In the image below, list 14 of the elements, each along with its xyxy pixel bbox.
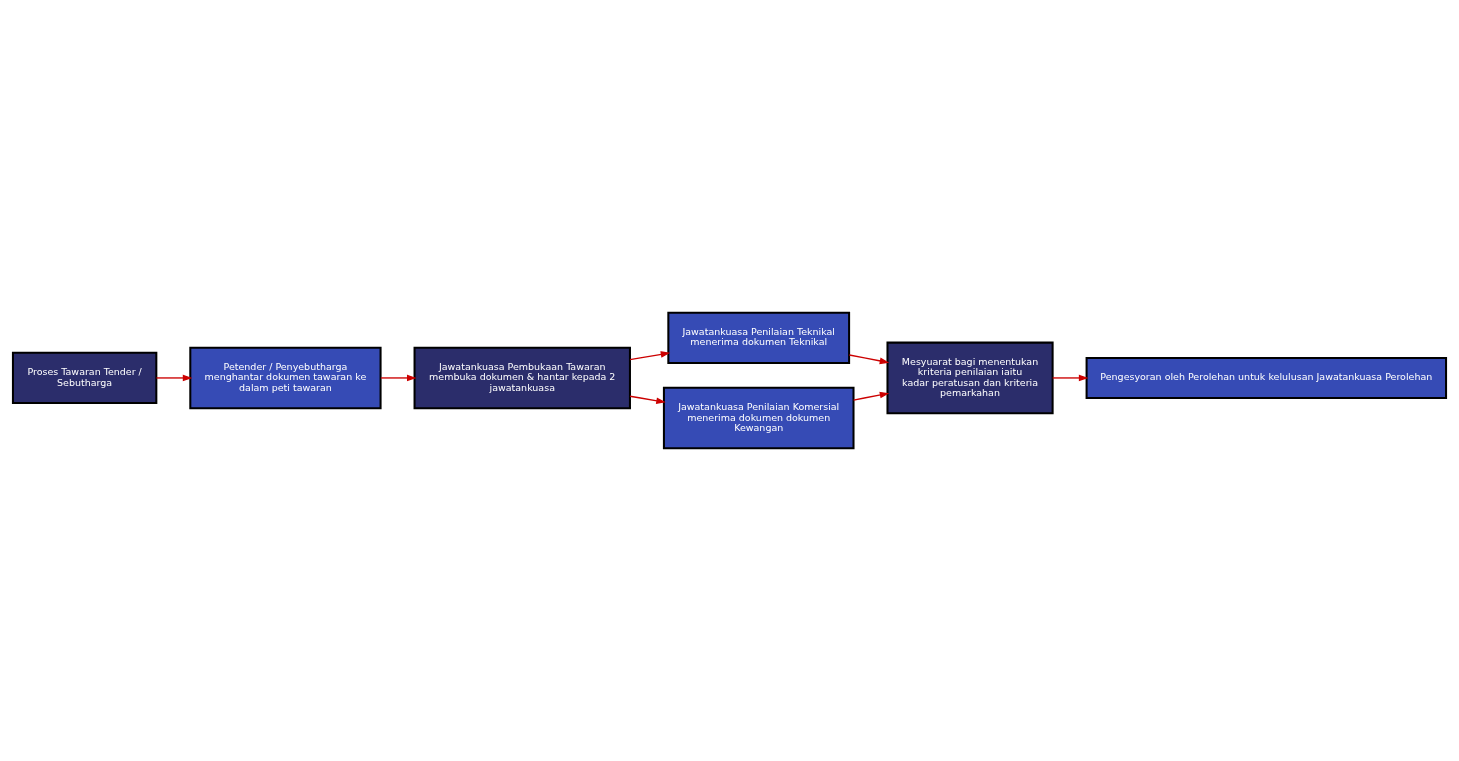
node-box: Jawatankuasa Penilaian Teknikal menerima dokumen Teknikal bbox=[667, 311, 851, 364]
arrow bbox=[155, 374, 193, 382]
node-box: Jawatankuasa Penilaian Komersial menerima dokumen dokumen Kewangan bbox=[662, 386, 855, 450]
arrow bbox=[629, 395, 666, 404]
node-box: Jawatankuasa Pembukaan Tawaran membuka dokumen & hantar kepada 2 jawatankuasa bbox=[413, 346, 631, 410]
arrow bbox=[380, 374, 417, 382]
arrow bbox=[852, 391, 890, 401]
node-box: Petender / Penyebutharga menghantar dokumen tawaran ke dalam peti tawaran bbox=[189, 346, 382, 410]
node-box: Mesyuarat bagi menentukan kriteria penilaian iaitu kadar peratusan dan kriteria pemarkahan bbox=[886, 341, 1054, 415]
arrow bbox=[848, 354, 890, 365]
node-box: Pengesyoran oleh Perolehan untuk kelulusan Jawatankuasa Perolehan bbox=[1085, 356, 1448, 399]
arrow bbox=[1052, 374, 1089, 382]
arrow bbox=[629, 351, 671, 361]
node-box: Proses Tawaran Tender / Sebutharga bbox=[11, 351, 158, 405]
